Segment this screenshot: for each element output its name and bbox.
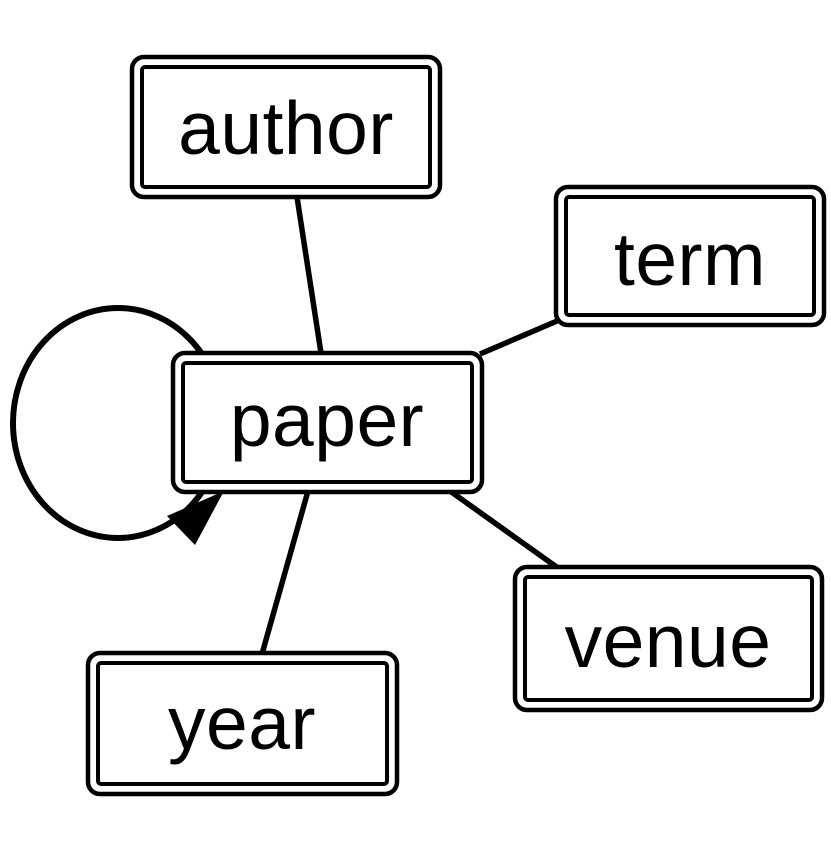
node-year-label: year (168, 681, 316, 765)
node-paper: paper (170, 350, 485, 495)
node-term-label: term (614, 217, 766, 301)
edge-paper-year (259, 490, 311, 655)
node-author-label: author (178, 86, 394, 170)
node-year: year (85, 650, 400, 797)
node-author: author (129, 54, 443, 200)
node-term-outer-border (553, 184, 827, 328)
node-venue-outer-border (512, 564, 825, 713)
node-author-outer-border (129, 54, 443, 200)
node-venue: venue (512, 564, 825, 713)
node-paper-inner-border (181, 361, 474, 484)
edge-paper-venue (448, 488, 560, 571)
node-year-inner-border (96, 661, 389, 786)
node-paper-label: paper (230, 378, 424, 462)
edge-paper-term (478, 318, 559, 357)
node-author-inner-border (140, 65, 432, 189)
node-venue-label: venue (565, 599, 772, 683)
node-paper-outer-border (170, 350, 485, 495)
self-loop-arrowhead-icon (167, 491, 224, 545)
edge-paper-author (294, 196, 324, 354)
node-venue-inner-border (523, 575, 814, 702)
node-term: term (553, 184, 827, 328)
node-year-outer-border (85, 650, 400, 797)
node-term-inner-border (564, 195, 816, 317)
